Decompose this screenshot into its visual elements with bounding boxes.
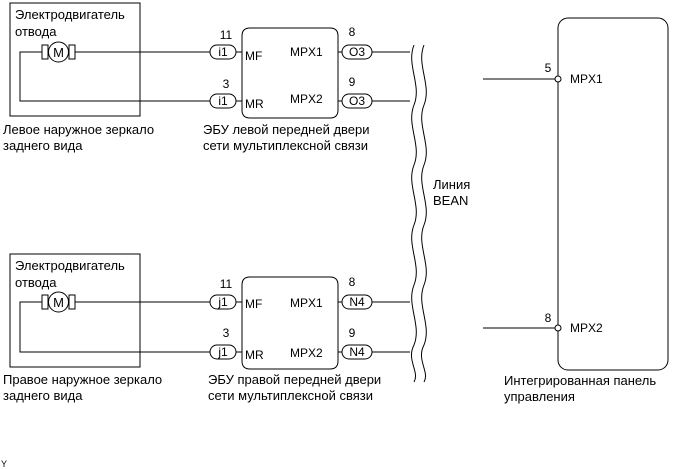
left-ecu-pin-mf: 11 — [220, 28, 233, 42]
bean-label-line2: BEAN — [433, 193, 468, 208]
left-motor-wire-loop — [19, 51, 218, 102]
left-ecu-sig-mf: MF — [245, 49, 262, 63]
left-ecu-conn-in2-label: i1 — [218, 94, 228, 108]
right-ecu-pin-mpx2: 9 — [349, 326, 356, 340]
bean-wave-left — [410, 44, 417, 383]
left-ecu-box — [241, 27, 339, 119]
left-mirror-caption-line1: Левое наружное зеркало — [3, 122, 154, 137]
bean-bus-line: Линия BEAN — [410, 44, 474, 383]
left-ecu-sig-mpx2: MPX2 — [290, 92, 323, 106]
right-ecu-caption-line1: ЭБУ правой передней двери — [208, 372, 381, 387]
left-motor-symbol: M — [53, 45, 64, 60]
right-ecu-sig-mpx1: MPX1 — [290, 296, 323, 310]
right-ecu-conn-in1-label: j1 — [217, 295, 228, 309]
panel-sig-mpx1: MPX1 — [570, 72, 603, 86]
left-ecu-conn-in1-label: i1 — [218, 45, 228, 59]
integrated-panel: 5 8 MPX1 MPX2 — [483, 17, 669, 371]
right-mirror-box — [9, 253, 141, 368]
left-motor-label-line2: отвода — [15, 24, 57, 39]
left-ecu-conn-out2-label: O3 — [349, 94, 365, 108]
right-ecu-pin-mr: 3 — [223, 326, 230, 340]
left-ecu-conn-out1-label: O3 — [349, 45, 365, 59]
right-ecu-sig-mf: MF — [245, 297, 262, 311]
left-mirror: Электродвигатель отвода M — [9, 2, 218, 117]
right-ecu-conn-in2-label: j1 — [217, 345, 228, 359]
right-ecu-sig-mpx2: MPX2 — [290, 346, 323, 360]
left-ecu-sig-mpx1: MPX1 — [290, 45, 323, 59]
bean-label-line1: Линия — [433, 177, 470, 192]
right-mirror: Электродвигатель отвода M — [9, 253, 218, 368]
right-ecu-conn-out1-label: N4 — [349, 295, 365, 309]
left-ecu: i1 i1 11 3 MF MR MPX1 MPX2 O3 O3 8 9 — [209, 25, 410, 119]
left-ecu-caption-line2: сети мультиплексной связи — [203, 138, 368, 153]
left-ecu-sig-mr: MR — [245, 97, 264, 111]
left-motor-icon: M — [41, 41, 76, 63]
panel-pin-mpx1: 5 — [545, 61, 552, 75]
panel-caption-line1: Интегрированная панель — [504, 373, 656, 388]
panel-sig-mpx2: MPX2 — [570, 321, 603, 335]
right-motor-label-line1: Электродвигатель — [15, 258, 125, 273]
right-motor-label-line2: отвода — [15, 275, 57, 290]
panel-pin-mpx1-dot — [554, 75, 562, 83]
left-ecu-pin-mpx1: 8 — [349, 25, 356, 39]
right-ecu: j1 j1 11 3 MF MR MPX1 MPX2 N4 N4 8 9 — [209, 275, 410, 370]
panel-caption-line2: управления — [504, 389, 575, 404]
right-motor-icon: M — [41, 291, 76, 313]
panel-box — [557, 17, 669, 371]
corner-mark: Y — [1, 459, 7, 469]
right-ecu-pin-mf: 11 — [220, 277, 233, 291]
bean-wave-right — [420, 44, 427, 383]
left-ecu-pin-mr: 3 — [223, 77, 230, 91]
right-ecu-box — [241, 276, 339, 370]
left-mirror-caption-line2: заднего вида — [3, 138, 83, 153]
left-mirror-box — [9, 2, 141, 117]
right-mirror-caption-line1: Правое наружное зеркало — [3, 372, 162, 387]
panel-pin-mpx2: 8 — [545, 311, 552, 325]
right-motor-symbol: M — [53, 295, 64, 310]
left-ecu-caption-line1: ЭБУ левой передней двери — [203, 122, 370, 137]
left-motor-label-line1: Электродвигатель — [15, 7, 125, 22]
right-ecu-pin-mpx1: 8 — [349, 275, 356, 289]
right-mirror-caption-line2: заднего вида — [3, 388, 83, 403]
right-ecu-caption-line2: сети мультиплексной связи — [208, 388, 373, 403]
right-ecu-sig-mr: MR — [245, 348, 264, 362]
right-ecu-conn-out2-label: N4 — [349, 345, 365, 359]
panel-pin-mpx2-dot — [554, 324, 562, 332]
left-ecu-pin-mpx2: 9 — [349, 75, 356, 89]
right-motor-wire-loop — [19, 301, 218, 353]
